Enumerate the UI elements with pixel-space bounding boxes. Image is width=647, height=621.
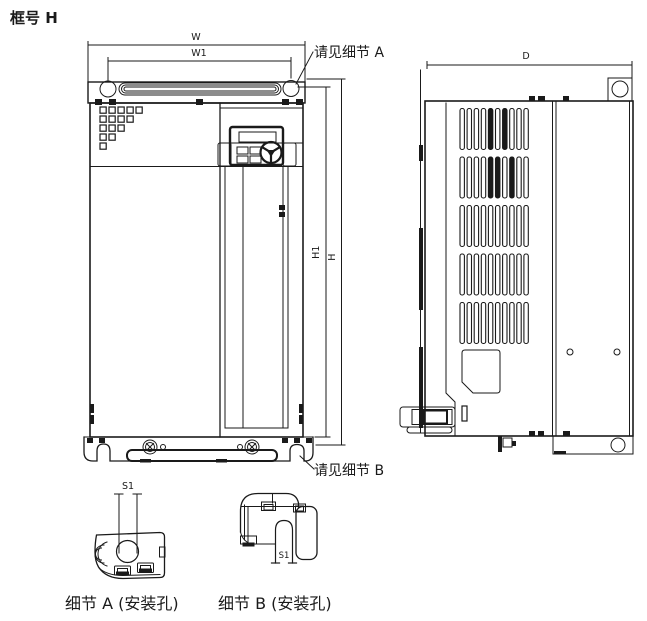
bottom-plate bbox=[126, 449, 278, 462]
keypad-buttons bbox=[236, 146, 262, 164]
leader-detail-a bbox=[295, 51, 314, 85]
side-panel-hole-left bbox=[566, 348, 574, 356]
detail-b-view bbox=[239, 492, 318, 564]
keypad bbox=[217, 125, 304, 167]
page-title: 框号 H bbox=[10, 9, 58, 27]
callout-detail-a: 请见细节 A bbox=[314, 45, 385, 61]
detail-a-caption: 细节 A (安装孔) bbox=[65, 594, 179, 613]
side-top-ear bbox=[607, 77, 633, 102]
front-mounting-hole-right bbox=[282, 80, 300, 97]
detail-a-arcs bbox=[94, 541, 108, 567]
side-view bbox=[399, 61, 634, 455]
detail-b-outline bbox=[239, 492, 300, 533]
detail-b-slot bbox=[270, 519, 298, 564]
front-top-bracket-tabs bbox=[95, 99, 303, 105]
callout-detail-b: 请见细节 B bbox=[314, 463, 385, 479]
side-body bbox=[424, 100, 634, 437]
bottom-screw-right bbox=[244, 439, 260, 455]
dim-label-w1: W1 bbox=[191, 48, 207, 59]
detail-b-bottom-edge bbox=[239, 531, 276, 545]
side-nameplate bbox=[461, 349, 501, 394]
front-top-slot bbox=[118, 82, 282, 96]
side-front-face bbox=[419, 69, 423, 434]
side-bottom-foot bbox=[552, 435, 634, 455]
detail-a-dim-s1-lines bbox=[114, 493, 142, 554]
side-cover-step bbox=[445, 102, 456, 436]
bottom-screw-left bbox=[142, 439, 158, 455]
keypad-knob bbox=[259, 140, 283, 165]
front-vent-squares bbox=[99, 106, 143, 150]
side-mounting-hole-top bbox=[611, 80, 629, 98]
side-panel-hole-right bbox=[613, 348, 621, 356]
front-view bbox=[83, 41, 346, 470]
front-dim-w-lines bbox=[87, 41, 306, 82]
dim-label-h: H bbox=[326, 253, 338, 261]
front-top-bracket bbox=[87, 80, 306, 105]
side-ground-bolt bbox=[498, 436, 516, 452]
side-slot bbox=[461, 405, 468, 422]
dim-label-s1-b: S1 bbox=[278, 551, 290, 561]
detail-b-left-layers bbox=[240, 504, 257, 547]
leader-detail-b bbox=[299, 455, 315, 470]
bottom-hole-right bbox=[237, 444, 243, 450]
detail-b-right-lobe bbox=[295, 505, 318, 561]
front-cover-panel bbox=[224, 166, 289, 429]
front-dim-h1-lines bbox=[297, 86, 331, 438]
bottom-plate-feet bbox=[140, 459, 227, 463]
detail-a-outline bbox=[94, 531, 166, 580]
front-dim-w1-lines bbox=[107, 57, 292, 82]
detail-a-clips bbox=[114, 562, 154, 576]
detail-a-mounting-hole bbox=[115, 539, 140, 564]
front-dim-h-lines bbox=[306, 78, 346, 446]
keypad-panel bbox=[228, 125, 285, 167]
side-terminal-clip bbox=[399, 406, 456, 434]
detail-b-clips bbox=[261, 501, 306, 513]
keypad-bracket-ear-right bbox=[282, 142, 297, 167]
dim-label-w: W bbox=[191, 32, 201, 43]
keypad-display bbox=[238, 131, 277, 143]
side-bottom-tabs bbox=[529, 431, 570, 436]
bottom-bracket-tabs bbox=[87, 438, 312, 443]
front-edge-latches bbox=[90, 404, 303, 424]
side-vent-grid bbox=[459, 107, 529, 345]
detail-a-view bbox=[94, 493, 166, 580]
bottom-hole-left bbox=[160, 444, 166, 450]
front-mounting-hole-left bbox=[99, 80, 117, 98]
side-dim-d-lines bbox=[426, 61, 633, 78]
dim-label-s1-a: S1 bbox=[121, 481, 135, 492]
dim-label-h1: H1 bbox=[310, 245, 322, 259]
side-mounting-hole-bottom bbox=[610, 437, 626, 453]
side-top-tabs bbox=[529, 96, 569, 101]
dim-label-d: D bbox=[522, 51, 530, 62]
front-bottom-bracket bbox=[83, 436, 314, 463]
detail-b-caption: 细节 B (安装孔) bbox=[218, 594, 332, 613]
